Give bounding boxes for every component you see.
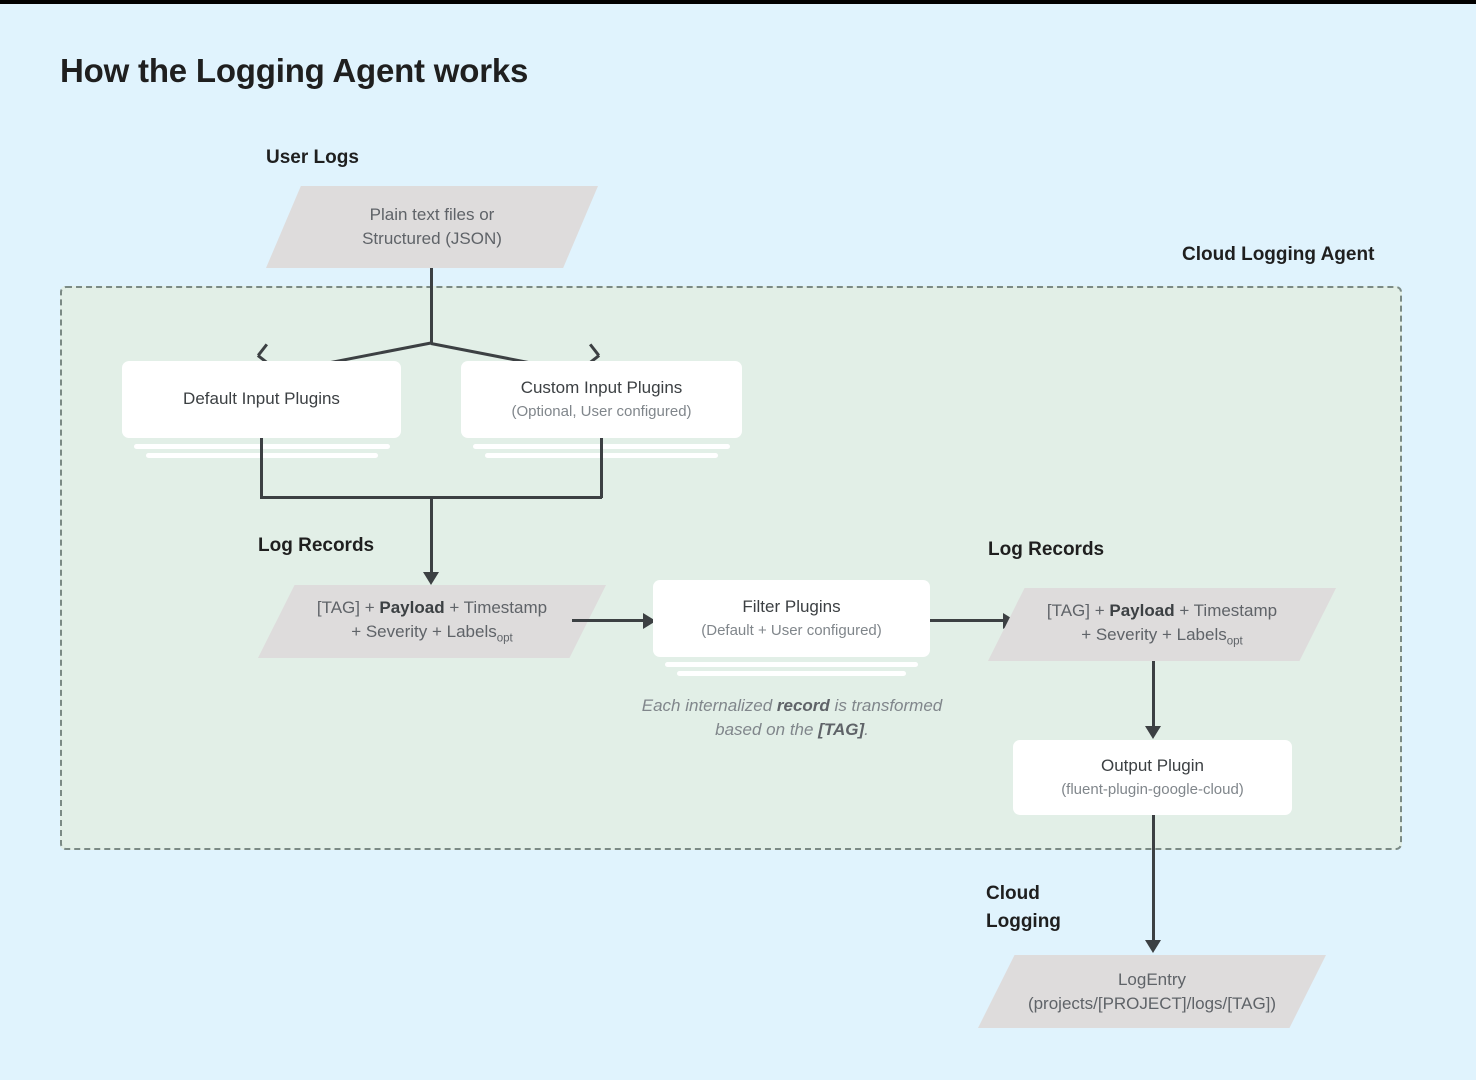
node-log-record-right[interactable]: [TAG] + Payload + Timestamp + Severity +… — [988, 588, 1336, 661]
node-user-logs-source[interactable]: Plain text files or Structured (JSON) — [266, 186, 598, 268]
connector-userlogs-down — [430, 268, 433, 343]
custom-input-plugins-title: Custom Input Plugins — [520, 377, 683, 397]
node-default-input-plugins[interactable]: Default Input Plugins — [122, 361, 401, 438]
cloud-logging-label: Cloud Logging — [986, 883, 1061, 932]
node-log-entry-text: LogEntry (projects/[PROJECT]/logs/[TAG]) — [1014, 968, 1290, 1016]
arrowhead-to-filter-plugins — [643, 613, 656, 629]
default-input-plugins-title: Default Input Plugins — [183, 389, 340, 409]
log-record-right-line2: + Severity + Labels — [1081, 625, 1227, 645]
log-record-left-payload: Payload — [379, 598, 445, 618]
node-log-record-right-text: [TAG] + Payload + Timestamp + Severity +… — [1033, 599, 1291, 649]
log-record-right-rest1: + Timestamp — [1174, 601, 1278, 621]
transform-note-tag: [TAG] — [818, 719, 865, 739]
log-entry-title: LogEntry — [1117, 969, 1187, 989]
node-log-entry[interactable]: LogEntry (projects/[PROJECT]/logs/[TAG]) — [978, 955, 1326, 1028]
custom-input-plugins-subtitle: (Optional, User configured) — [511, 402, 692, 420]
output-plugin-subtitle: (fluent-plugin-google-cloud) — [1061, 780, 1244, 798]
transform-note-mid: is transformed based on the — [715, 696, 943, 739]
user-logs-label: User Logs — [266, 147, 359, 168]
log-record-right-plus1: + — [1090, 601, 1110, 621]
transform-note-pre: Each internalized — [641, 696, 777, 715]
page-title: How the Logging Agent works — [60, 52, 529, 89]
node-output-plugin[interactable]: Output Plugin (fluent-plugin-google-clou… — [1013, 740, 1292, 815]
filter-plugins-subtitle: (Default + User configured) — [701, 621, 882, 639]
log-record-left-plus1: + — [360, 598, 380, 618]
node-user-logs-source-text: Plain text files or Structured (JSON) — [348, 203, 516, 251]
connector-output-to-logentry — [1152, 815, 1155, 943]
node-log-record-left[interactable]: [TAG] + Payload + Timestamp + Severity +… — [258, 585, 606, 658]
connector-default-input-down — [260, 438, 263, 498]
log-record-right-tag: [TAG] — [1046, 601, 1091, 621]
log-records-left-label: Log Records — [258, 535, 375, 556]
user-logs-line1: Plain text files or — [369, 205, 495, 225]
log-record-left-sub: opt — [496, 632, 513, 645]
log-entry-subtitle: (projects/[PROJECT]/logs/[TAG]) — [1027, 993, 1277, 1013]
user-logs-line2: Structured (JSON) — [362, 229, 502, 248]
filter-plugins-title: Filter Plugins — [742, 596, 841, 616]
filter-plugins-stack-layer-2 — [677, 671, 906, 676]
transform-note-record: record — [776, 696, 830, 715]
arrowhead-to-log-entry — [1145, 940, 1161, 953]
connector-merge-down — [430, 496, 433, 574]
log-records-right-label: Log Records — [988, 539, 1105, 560]
arrowhead-to-output-plugin — [1145, 726, 1161, 739]
cloud-logging-agent-label: Cloud Logging Agent — [1182, 244, 1375, 265]
node-filter-plugins[interactable]: Filter Plugins (Default + User configure… — [653, 580, 930, 657]
transform-note: Each internalized record is transformed … — [620, 694, 964, 742]
log-record-left-tag: [TAG] — [316, 598, 361, 618]
log-record-left-rest1: + Timestamp — [444, 598, 548, 618]
transform-note-end: . — [864, 719, 869, 739]
connector-logrecords-to-filter — [572, 619, 644, 622]
node-custom-input-plugins[interactable]: Custom Input Plugins (Optional, User con… — [461, 361, 742, 438]
connector-logrecords-right-down — [1152, 661, 1155, 729]
log-record-right-payload: Payload — [1109, 601, 1175, 621]
log-record-right-sub: opt — [1226, 635, 1243, 648]
top-edge-bar — [0, 0, 1476, 4]
arrowhead-to-log-records-left — [423, 572, 439, 585]
node-log-record-left-text: [TAG] + Payload + Timestamp + Severity +… — [303, 596, 561, 646]
log-record-left-line2: + Severity + Labels — [351, 622, 497, 642]
connector-custom-input-down — [600, 438, 603, 498]
filter-plugins-stack-layer-1 — [665, 662, 918, 667]
output-plugin-title: Output Plugin — [1100, 755, 1204, 775]
connector-filter-to-logrecords-right — [930, 619, 1010, 622]
